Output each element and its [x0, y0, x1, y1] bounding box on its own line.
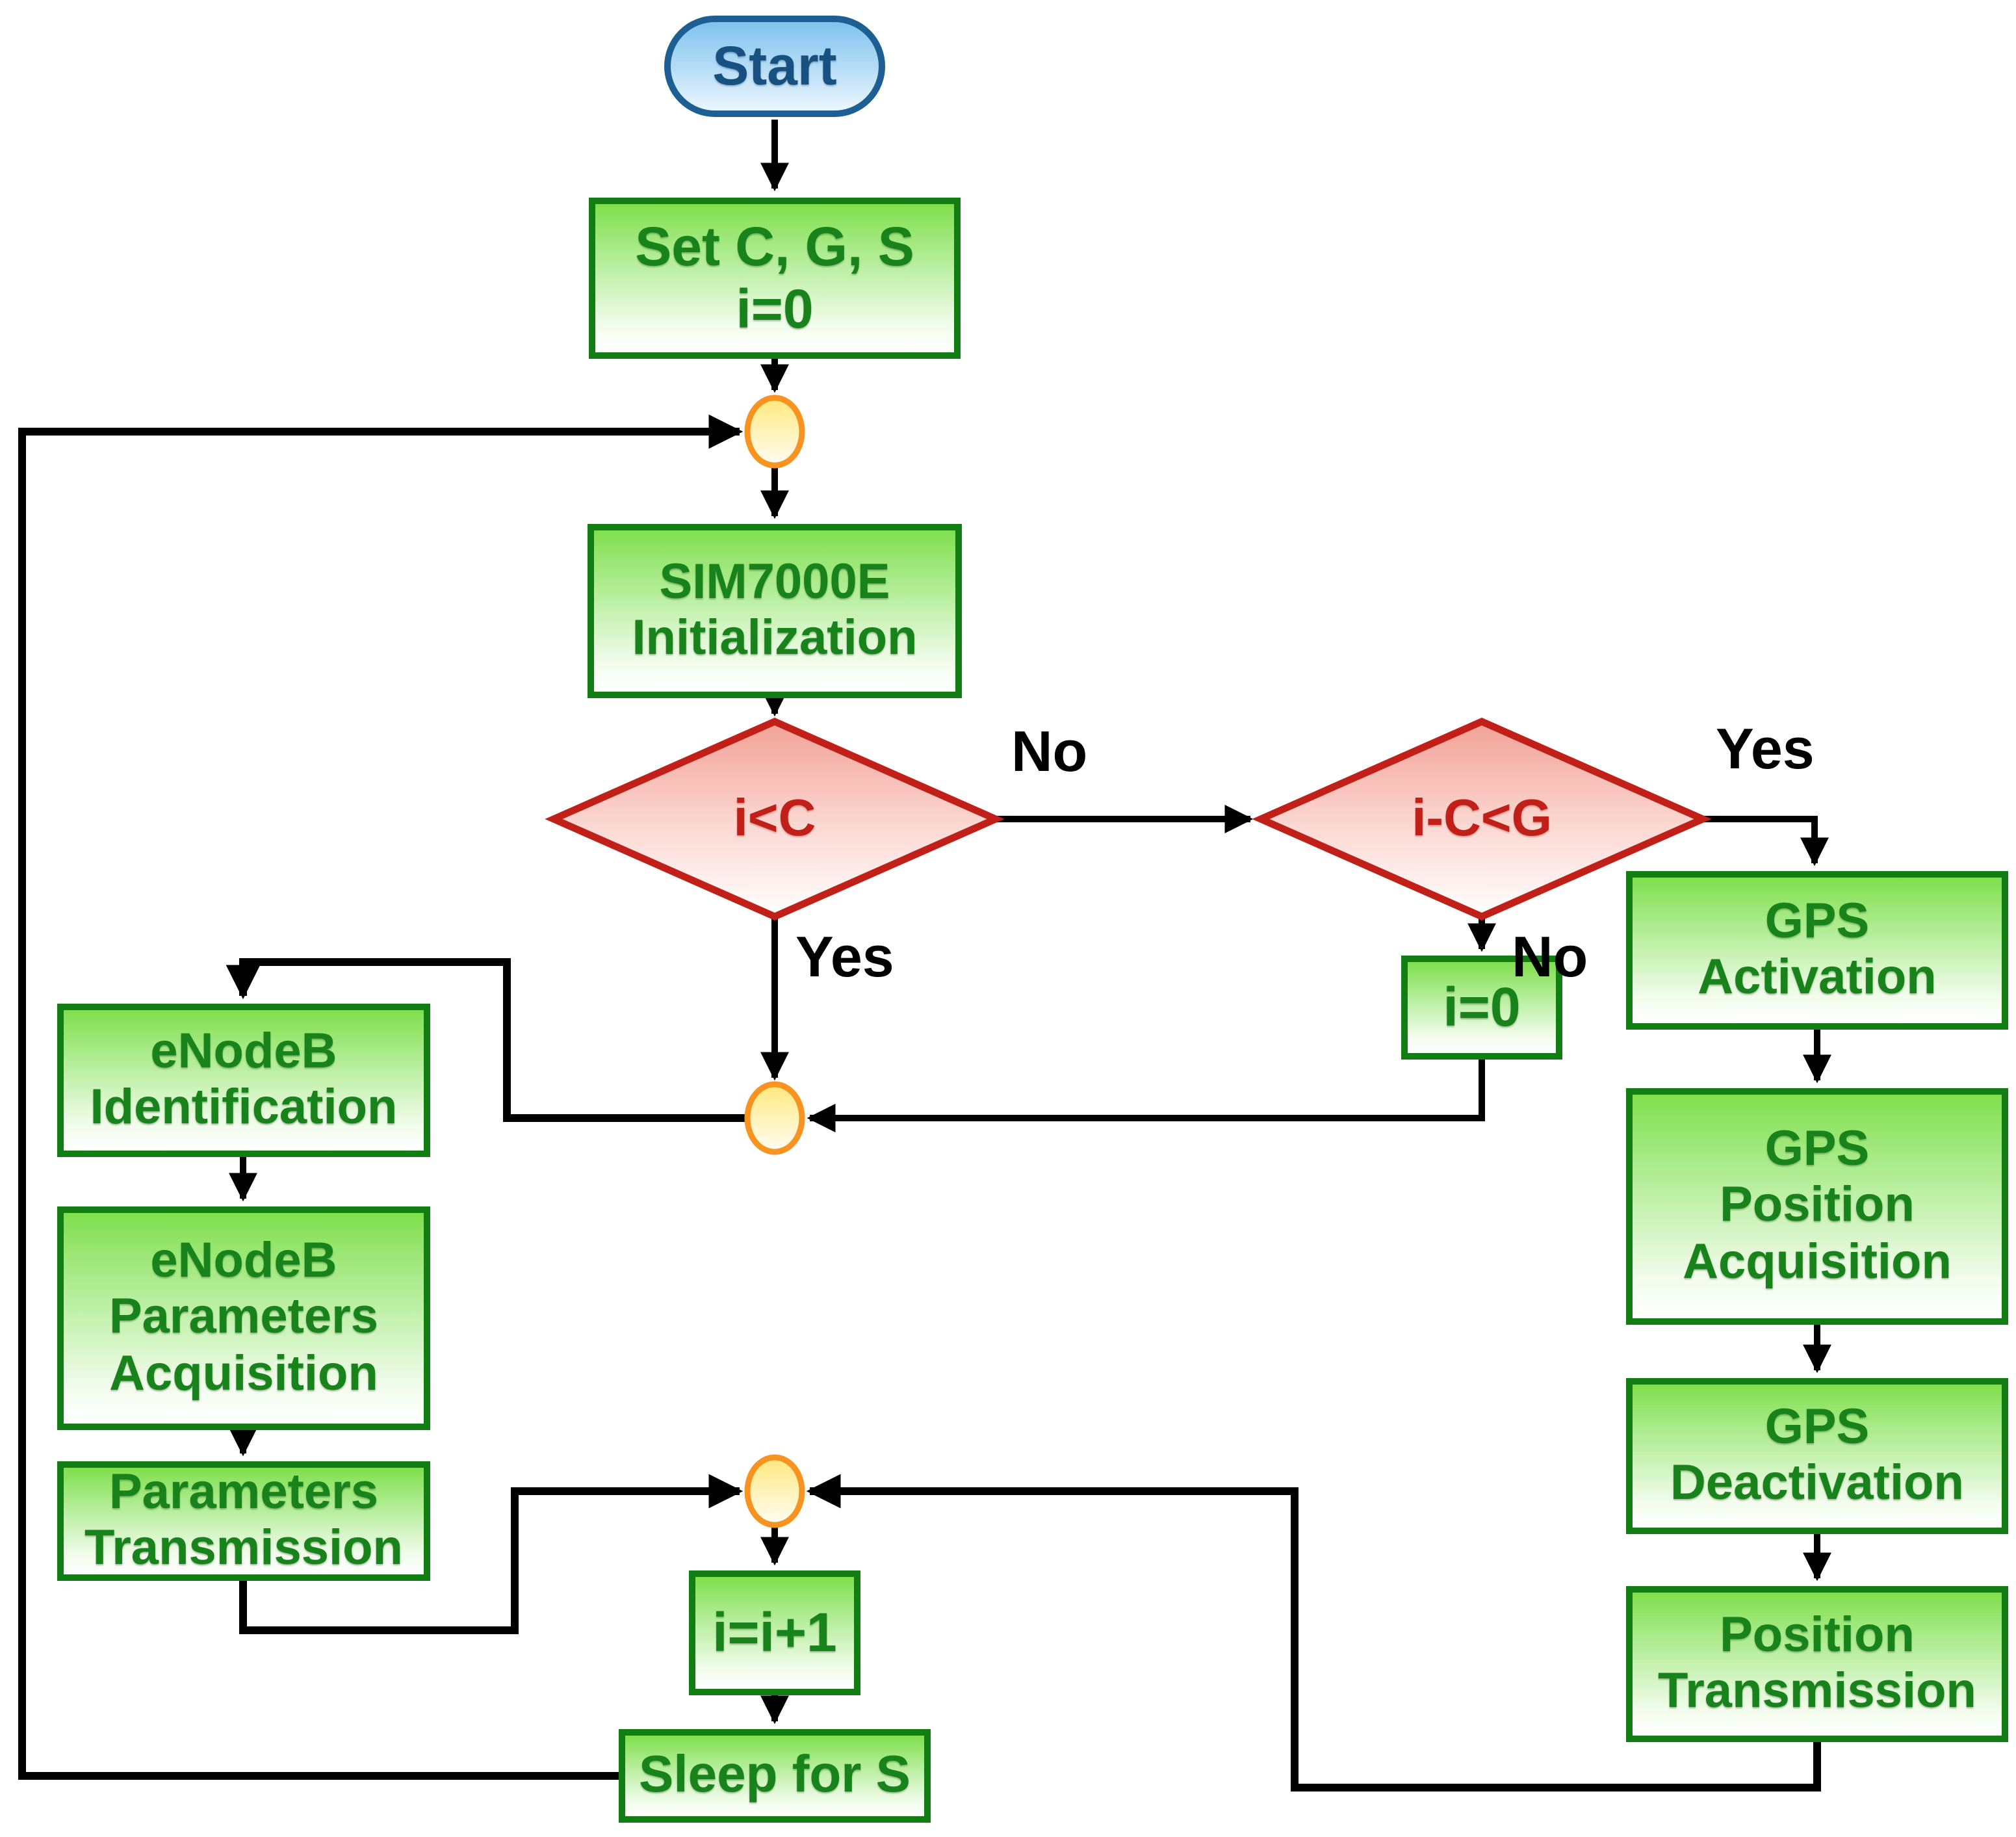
node-set-params: Set C, G, S i=0	[589, 198, 961, 359]
node-gps-position-acquisition: GPS Position Acquisition	[1626, 1088, 2008, 1325]
edge-junction2-to-enodeb-identification	[226, 958, 747, 1122]
node-gps-deactivation: GPS Deactivation	[1626, 1378, 2008, 1534]
node-sim7000e-initialization: SIM7000E Initialization	[588, 524, 962, 698]
decision-i-lt-c-label: i<C	[733, 790, 816, 847]
decision-i-minus-c-lt-g-label: i-C<G	[1412, 790, 1552, 847]
junction1-circle	[744, 395, 805, 469]
edge-reset-i-to-junction2	[807, 1060, 1485, 1133]
node-reset-i: i=0	[1401, 956, 1562, 1060]
branch-label-i-minus-c-lt-g-yes: Yes	[1716, 718, 1815, 781]
node-sleep: Sleep for S	[619, 1729, 931, 1823]
branch-label-i-lt-c-no: No	[1011, 720, 1088, 784]
junction2-circle	[744, 1081, 805, 1155]
node-start: Start	[664, 16, 885, 117]
node-enodeb-identification: eNodeB Identification	[57, 1004, 430, 1157]
node-increment-i: i=i+1	[689, 1570, 860, 1695]
edge-sleep-to-junction1	[18, 414, 743, 1780]
branch-label-i-lt-c-yes: Yes	[795, 926, 894, 989]
node-position-transmission: Position Transmission	[1626, 1586, 2008, 1742]
edge-position-transmission-to-junction3	[806, 1474, 1821, 1791]
edge-decision2-yes-to-gps-activation	[1703, 816, 1829, 866]
junction3-circle	[744, 1454, 805, 1528]
branch-label-i-minus-c-lt-g-no: No	[1512, 926, 1588, 989]
decision-i-minus-c-lt-g-shape	[1252, 717, 1712, 921]
node-gps-activation: GPS Activation	[1626, 871, 2008, 1030]
decision-i-lt-c-shape	[545, 717, 1005, 921]
edge-parameters-transmission-to-junction3	[239, 1474, 743, 1634]
node-enodeb-parameters-acquisition: eNodeB Parameters Acquisition	[57, 1206, 430, 1430]
node-parameters-transmission: Parameters Transmission	[57, 1461, 430, 1581]
